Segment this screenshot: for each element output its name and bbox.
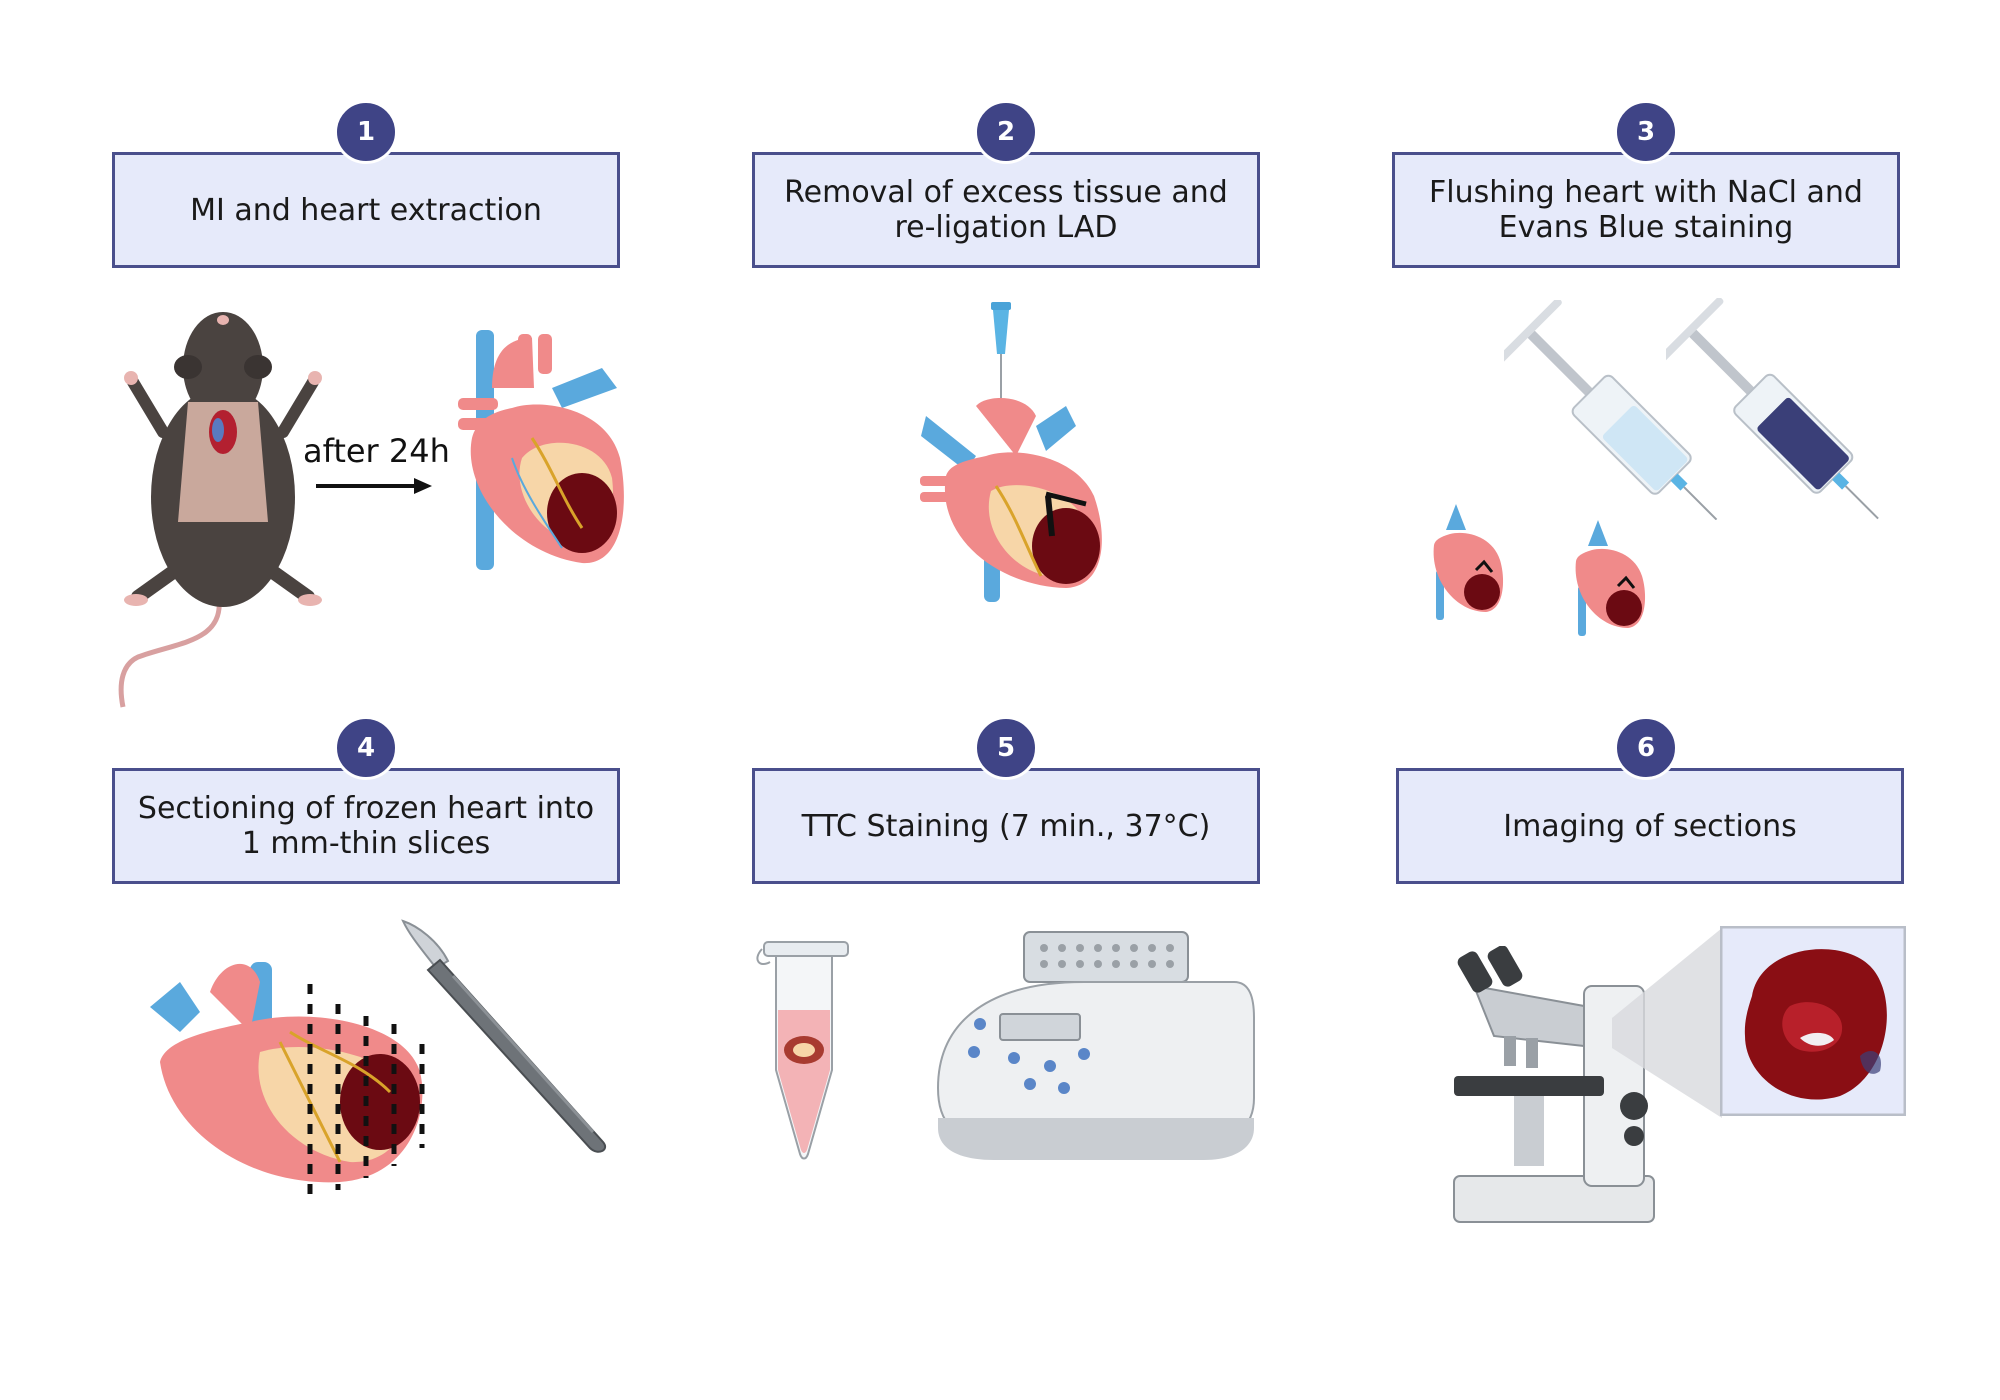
microscope-icon: [1453, 946, 1655, 1223]
heart-icon: [1433, 504, 1504, 620]
zoom-beam-icon: [1612, 928, 1722, 1118]
needle-icon: [991, 302, 1011, 418]
step-2-label: Removal of excess tissue and re-ligation…: [784, 175, 1228, 245]
step-5-badge: 5: [974, 716, 1038, 780]
heart-icon: [1575, 520, 1646, 636]
heart-icon: [920, 397, 1102, 602]
step-5-box: TTC Staining (7 min., 37°C): [752, 768, 1260, 884]
step-4-badge: 4: [334, 716, 398, 780]
step-3-box: Flushing heart with NaCl and Evans Blue …: [1392, 152, 1900, 268]
step-4-label: Sectioning of frozen heart into 1 mm-thi…: [137, 791, 595, 861]
syringe-icon: [1666, 298, 1879, 520]
step-3-label: Flushing heart with NaCl and Evans Blue …: [1429, 175, 1863, 245]
arrow-icon: [316, 478, 432, 494]
time-label: after 24h: [303, 432, 450, 470]
step-3-badge: 3: [1614, 100, 1678, 164]
heart-icon: [150, 962, 425, 1200]
scalpel-icon: [401, 919, 607, 1153]
heart-icon: [458, 330, 624, 570]
step-6-label: Imaging of sections: [1503, 808, 1797, 844]
thermomixer-icon: [936, 931, 1255, 1160]
step-1-box: MI and heart extraction: [112, 152, 620, 268]
step-1-badge: 1: [334, 100, 398, 164]
step-5-label: TTC Staining (7 min., 37°C): [801, 808, 1211, 844]
step-2-badge: 2: [974, 100, 1038, 164]
step-6-badge: 6: [1614, 716, 1678, 780]
heart-slice-image: [1720, 926, 1906, 1116]
syringe-icon: [1504, 300, 1718, 520]
step-2-box: Removal of excess tissue and re-ligation…: [752, 152, 1260, 268]
step-1-label: MI and heart extraction: [190, 192, 542, 228]
tube-icon: [756, 941, 849, 1160]
step-6-box: Imaging of sections: [1396, 768, 1904, 884]
step-4-box: Sectioning of frozen heart into 1 mm-thi…: [112, 768, 620, 884]
mouse-icon: [118, 312, 322, 708]
